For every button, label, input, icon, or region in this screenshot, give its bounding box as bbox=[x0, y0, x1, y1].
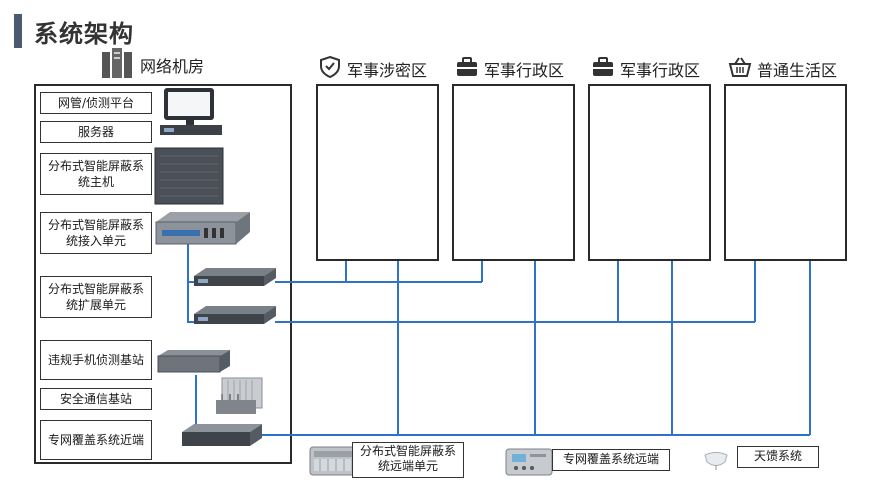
briefcase-icon bbox=[457, 57, 477, 76]
briefcase-icon bbox=[593, 57, 613, 76]
server-room-label: 网络机房 bbox=[140, 57, 205, 76]
secure-comm-bs-label: 安全通信基站 bbox=[40, 388, 152, 410]
legend-shield-remote-box bbox=[352, 442, 464, 478]
page-title: 系统架构 bbox=[34, 20, 134, 48]
zone-title-3: 军事行政区 bbox=[620, 61, 701, 80]
title-accent-bar bbox=[14, 14, 22, 48]
zone-box-3 bbox=[588, 84, 711, 261]
legend-private-remote: 专网覆盖系统远端 bbox=[562, 452, 659, 466]
legend-shield-remote-unit: 分布式智能屏蔽系统远端单元 bbox=[359, 444, 456, 473]
legend-antenna-system: 天馈系统 bbox=[753, 449, 802, 463]
zone-title-2: 军事行政区 bbox=[484, 61, 565, 80]
basket-icon bbox=[728, 57, 752, 77]
zone-box-1 bbox=[316, 84, 439, 261]
zone-box-4 bbox=[724, 84, 847, 261]
shield-icon bbox=[320, 55, 340, 79]
server-rack-icon bbox=[102, 48, 132, 78]
server-room-container bbox=[34, 84, 292, 464]
shield-host-label: 分布式智能屏蔽系统主机 bbox=[40, 153, 152, 195]
shield-access-unit-label: 分布式智能屏蔽系统接入单元 bbox=[40, 212, 152, 254]
shield-expansion-unit-label: 分布式智能屏蔽系统扩展单元 bbox=[40, 276, 152, 318]
zone-title-1: 军事涉密区 bbox=[347, 61, 428, 80]
private-network-near-end-label: 专网覆盖系统近端 bbox=[40, 420, 152, 460]
nms-platform-label: 网管/侦测平台 bbox=[40, 92, 152, 114]
legend-private-remote-box bbox=[552, 449, 670, 471]
zone-title-4: 普通生活区 bbox=[757, 61, 838, 80]
violation-detection-bs-label: 违规手机侦测基站 bbox=[40, 340, 152, 380]
zone-box-2 bbox=[452, 84, 575, 261]
legend-antenna-box bbox=[737, 446, 819, 468]
server-label: 服务器 bbox=[40, 121, 152, 143]
